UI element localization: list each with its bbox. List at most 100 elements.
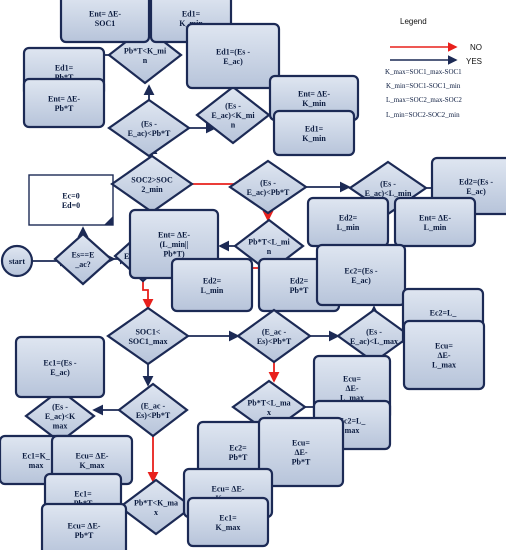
node-r-ed2-lmin-a: Ed2=L_min	[306, 196, 390, 248]
node-label: x	[267, 408, 271, 417]
node-label: Pb*T	[229, 453, 248, 462]
corner-mark-icon	[104, 216, 113, 225]
node-label: Pb*T	[290, 286, 309, 295]
node-label: K_max	[80, 461, 105, 470]
node-label: Ed1=	[182, 9, 201, 18]
node-label: (Es -	[225, 102, 241, 111]
node-label: L_max	[432, 361, 456, 370]
node-label: K_min	[302, 134, 326, 143]
rect-shape	[315, 243, 407, 307]
node-r-ecu-pb2: Ecu= ΔE-Pb*T	[40, 502, 128, 550]
node-label: (Es -	[260, 178, 276, 187]
node-label: (E_ac -	[262, 327, 287, 336]
node-label: Ed1=(Es -	[216, 47, 250, 56]
legend-def-lmax: L_max=SOC2_max-SOC2	[386, 96, 462, 104]
node-label: E_ac)<Pb*T	[128, 129, 171, 138]
node-label: Es==E	[72, 250, 95, 259]
node-label: Ent= ΔE-	[89, 9, 121, 18]
node-label: Ed2=(Es -	[459, 177, 493, 186]
node-d-es-lmax: (Es -E_ac)<L_max	[336, 308, 412, 364]
diamond-shape	[228, 159, 308, 215]
node-label: Ec2=	[229, 443, 247, 452]
diamond-shape	[195, 85, 271, 145]
node-label: Ed2=	[290, 276, 309, 285]
node-d-es-eq: Es==E_ac?	[53, 232, 113, 286]
node-label: Ec2=L_	[339, 416, 367, 425]
node-label: Ed=0	[62, 201, 80, 210]
rect-shape	[402, 319, 486, 391]
node-label: Ec=0	[62, 191, 79, 200]
node-start: start	[0, 244, 34, 278]
rect-shape	[59, 0, 151, 44]
diamond-shape	[53, 232, 113, 286]
node-r-ec2-esac: Ec2=(Es -E_ac)	[315, 243, 407, 307]
node-label: L_min	[424, 223, 447, 232]
node-r-ed1-esac: Ed1=(Es -E_ac)	[185, 22, 281, 90]
node-label: Pb*T<L_mi	[248, 237, 290, 246]
node-label: n	[267, 247, 272, 256]
node-label: Ent= ΔE-	[298, 89, 330, 98]
node-label: Pb*T)	[163, 250, 185, 259]
node-label: start	[9, 257, 25, 266]
node-label: L_min	[337, 223, 360, 232]
node-label: L_min	[201, 286, 224, 295]
node-label: Pb*T<L_ma	[247, 398, 290, 407]
diamond-shape	[107, 98, 191, 158]
node-r-ecu-lmax: Ecu=ΔE-L_max	[402, 319, 486, 391]
node-r-ed2-lmin-b: Ed2=L_min	[170, 257, 254, 313]
node-label: E_ac)	[50, 368, 70, 377]
node-label: Ecu= ΔE-	[68, 521, 101, 530]
node-label: Ed1=	[305, 124, 324, 133]
node-label: E_ac)<K_mi	[211, 111, 255, 120]
node-label: _ac?	[74, 260, 91, 269]
node-label: Pb*T<K_ma	[134, 498, 178, 507]
diamond-shape	[117, 382, 189, 438]
node-label: x	[154, 508, 158, 517]
node-label: Pb*T	[75, 531, 94, 540]
node-label: Ec1=(Es -	[43, 358, 77, 367]
rect-shape	[393, 196, 477, 248]
node-d-soc1: SOC1<SOC1_max	[106, 306, 190, 366]
legend-title: Legend	[400, 17, 427, 26]
node-r-ent-kmin: Ent= ΔE-K_min	[268, 74, 360, 122]
legend: Legend NO YES K_max=SOC1_max-SOC1 K_min=…	[385, 17, 482, 119]
node-r-ed1-kmin: Ed1=K_min	[272, 109, 356, 157]
rect-shape	[22, 77, 106, 129]
node-label: Ec2=(Es -	[344, 266, 378, 275]
node-label: Ecu=	[435, 342, 453, 351]
node-label: Ed2=	[203, 276, 222, 285]
node-label: 2_min	[141, 185, 163, 194]
node-r-ecu-pb: Ecu=ΔE-Pb*T	[257, 416, 345, 488]
node-r-ec1-esac: Ec1=(Es -E_ac)	[14, 335, 106, 399]
node-d-pb-kmax: Pb*T<K_max	[118, 478, 194, 536]
node-label: max	[53, 422, 68, 431]
legend-no-label: NO	[470, 43, 482, 52]
node-label: n	[231, 121, 236, 130]
diamond-shape	[106, 306, 190, 366]
node-label: Es)<Pb*T	[257, 337, 292, 346]
node-label: (E_ac -	[141, 401, 166, 410]
node-label: Ec1=	[219, 513, 237, 522]
node-d-soc2: SOC2>SOC2_min	[110, 154, 194, 214]
node-r-ent-lmin: Ent= ΔE-L_min	[393, 196, 477, 248]
node-label: E_ac)<Pb*T	[247, 188, 290, 197]
legend-def-lmin: L_min=SOC2-SOC2_min	[386, 111, 460, 119]
node-d-eac-pb: (E_ac -Es)<Pb*T	[236, 308, 312, 364]
node-label: SOC1_max	[128, 337, 167, 346]
node-label: Pb*T	[55, 73, 74, 82]
node-label: E_ac)	[223, 57, 243, 66]
node-label: SOC1	[95, 19, 115, 28]
node-d-es-kmin: (Es -E_ac)<K_min	[195, 85, 271, 145]
node-label: Ent= ΔE-	[419, 213, 451, 222]
node-label: Ecu= ΔE-	[76, 451, 109, 460]
node-label: max	[345, 426, 360, 435]
node-label: Pb*T	[55, 104, 74, 113]
node-label: E_ac)<L_max	[350, 337, 398, 346]
node-r-ent-pb: Ent= ΔE-Pb*T	[22, 77, 106, 129]
node-label: ΔE-	[437, 351, 450, 360]
legend-def-kmin: K_min=SOC1-SOC1_min	[386, 82, 461, 90]
node-d-eac-pb2: (E_ac -Es)<Pb*T	[117, 382, 189, 438]
node-label: K_min	[302, 99, 326, 108]
